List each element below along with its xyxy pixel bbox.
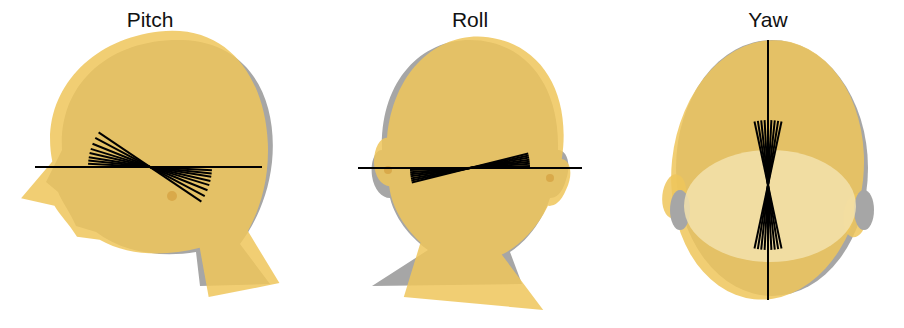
axis-label: Pitch [127,8,174,32]
head-silhouette-yellow [358,25,586,315]
head-silhouette-yellow [653,30,885,310]
axis-label: Roll [452,8,488,32]
ear-mark [167,191,177,201]
axis-label: Yaw [748,8,787,32]
ear-shape [854,190,874,230]
roll-head [358,25,586,315]
pitch-head [1,18,289,321]
head-silhouette-yellow [1,18,289,321]
pitch-fan-lines [35,132,262,201]
yaw-head [653,30,885,310]
roll-fan-lines [358,153,582,182]
yaw-fan-lines [754,40,781,300]
ear-mark [546,174,554,182]
